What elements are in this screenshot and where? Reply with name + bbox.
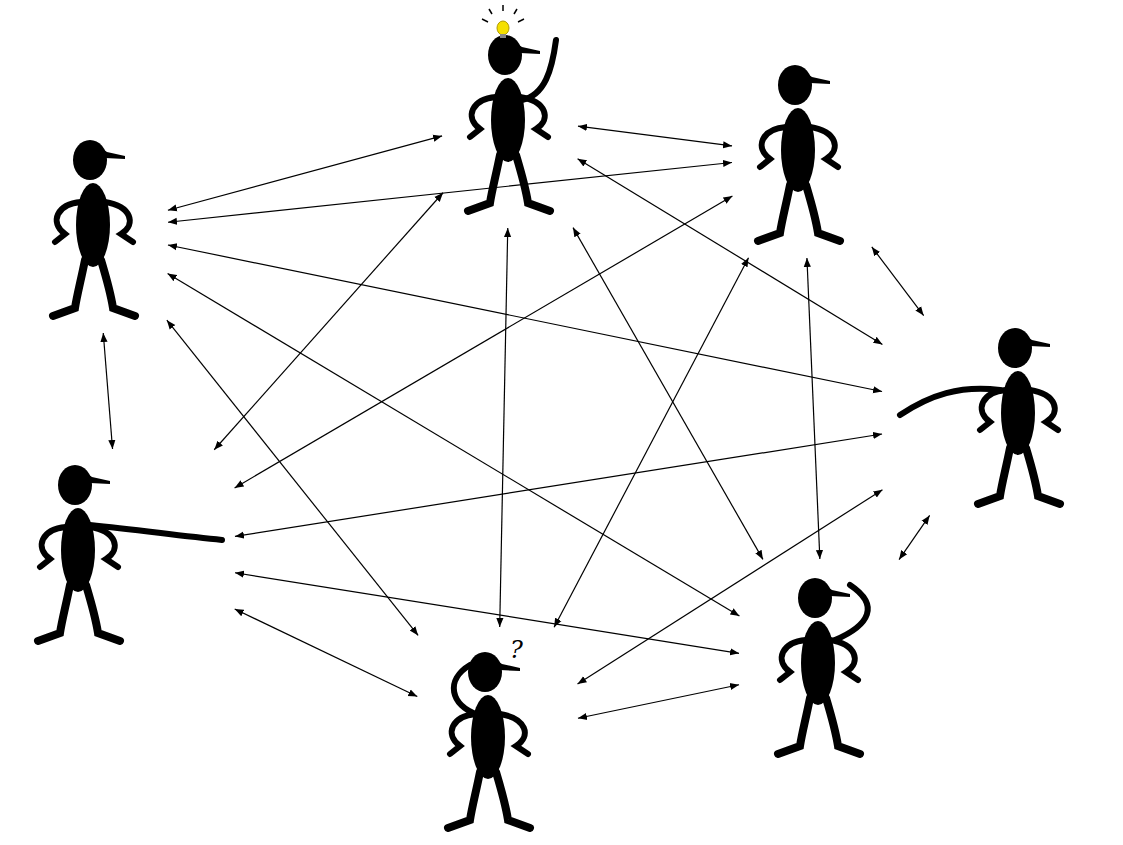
figure-node: ? — [420, 630, 575, 840]
double-arrow — [167, 320, 418, 635]
standing-figure — [758, 65, 840, 241]
double-arrow — [168, 245, 882, 392]
figure-node — [25, 130, 165, 330]
figure-node — [445, 10, 575, 225]
scratching-arm — [835, 585, 868, 640]
double-arrow — [578, 685, 739, 719]
raised-arm — [522, 40, 556, 100]
double-arrow — [235, 196, 733, 488]
double-arrow — [103, 333, 112, 449]
double-arrow — [168, 162, 732, 222]
light-rays — [482, 5, 524, 22]
double-arrow — [554, 258, 748, 628]
crouching-figure — [978, 328, 1060, 504]
figure-node — [885, 318, 1113, 513]
puzzled-figure — [448, 652, 530, 828]
double-arrow — [872, 247, 924, 316]
figure-node — [10, 452, 232, 657]
light-bulb-base — [500, 34, 506, 38]
light-bulb — [497, 21, 509, 35]
double-arrow — [578, 126, 732, 146]
pointing-figure — [38, 465, 120, 641]
double-arrow — [214, 193, 443, 450]
scratching-figure — [778, 578, 860, 754]
reaching-arm — [900, 389, 1000, 415]
double-arrow — [168, 136, 442, 210]
double-arrow — [235, 573, 739, 654]
double-arrow — [235, 609, 418, 697]
figure-node — [735, 55, 870, 255]
double-arrow — [168, 273, 740, 616]
double-arrow — [573, 228, 763, 560]
double-arrow — [899, 515, 930, 559]
pointing-arm — [90, 525, 222, 540]
double-arrow — [235, 434, 882, 536]
figure-node — [742, 562, 907, 772]
scratching-arm — [454, 665, 478, 715]
standing-figure — [53, 140, 135, 316]
double-arrow — [500, 228, 508, 627]
double-arrow — [578, 490, 883, 684]
double-arrow — [807, 258, 820, 559]
question-mark: ? — [510, 638, 523, 662]
thinking-figure — [468, 35, 550, 211]
